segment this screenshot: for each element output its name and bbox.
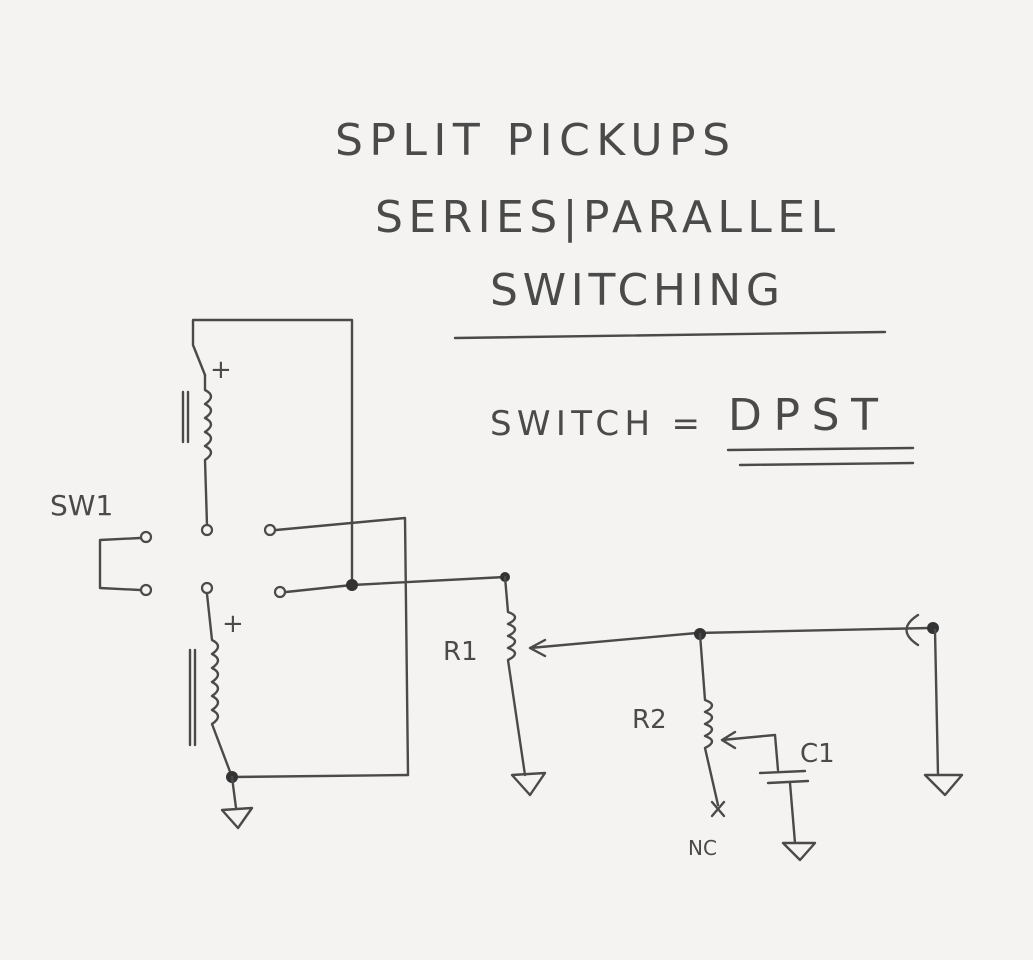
r1-label: R1 (443, 637, 478, 667)
coil-top-polarity: + (210, 355, 232, 385)
switch-note-value: DPST (728, 390, 878, 441)
title-line-1: SPLIT PICKUPS (335, 115, 730, 166)
title-line-2: SERIES|PARALLEL (375, 192, 835, 243)
switch-note-label: SWITCH = (490, 404, 700, 444)
resistor-r2: R2 NC (632, 632, 780, 860)
resistor-r1: R1 (443, 575, 699, 797)
pickup-coil-top: + (181, 318, 354, 587)
switch-sw1: SW1 (50, 489, 510, 777)
double-underline (726, 446, 915, 467)
sw1-label: SW1 (50, 489, 113, 522)
nc-label: NC (688, 836, 717, 860)
coil-bottom-polarity: + (222, 609, 244, 639)
title-line-3: SWITCHING (490, 265, 780, 316)
c1-label: C1 (800, 739, 835, 769)
r2-label: R2 (632, 705, 667, 735)
pickup-coil-bottom: + (188, 592, 410, 830)
capacitor-c1: C1 (758, 739, 835, 862)
title-underline (453, 330, 887, 340)
